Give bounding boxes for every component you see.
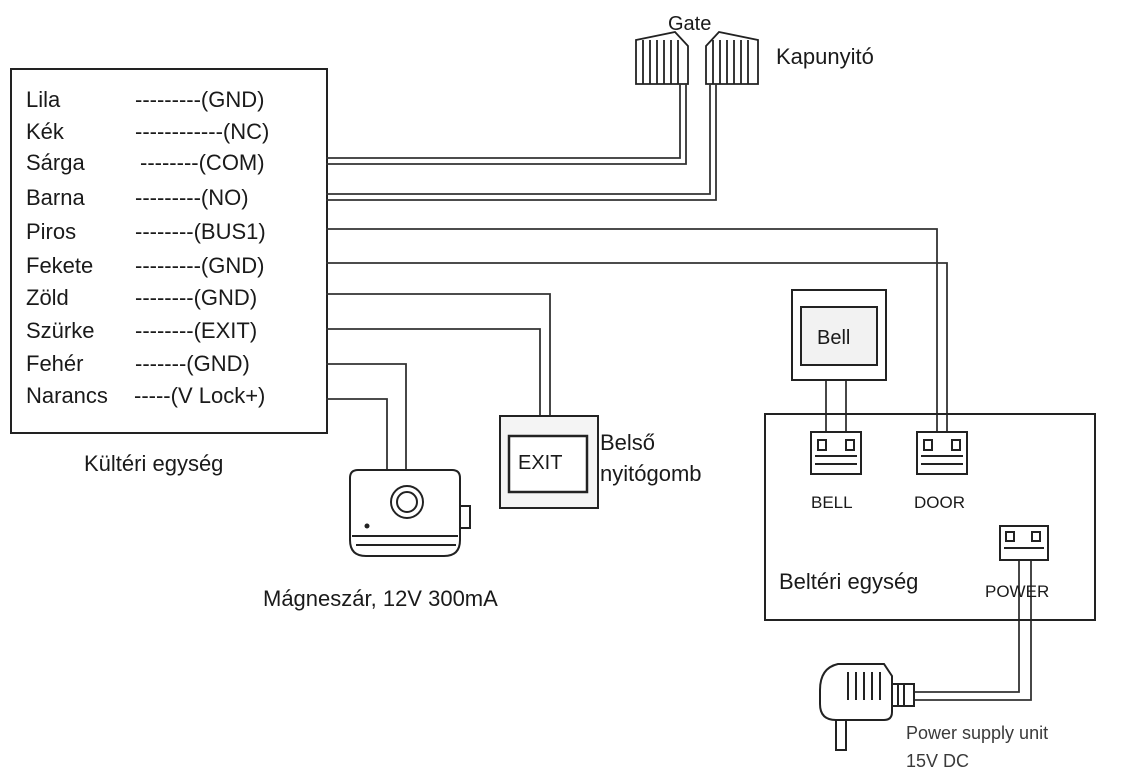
wire-name-feher: Fehér [26, 351, 84, 376]
wire-signal-piros: --------(BUS1) [135, 219, 266, 244]
bell-connector-icon [810, 431, 862, 475]
wires [326, 84, 1032, 701]
power-supply-label-line2: 15V DC [906, 751, 970, 771]
wire-signal-kek: ------------(NC) [135, 119, 270, 144]
power-supply-label-line1: Power supply unit [906, 723, 1049, 743]
exit-button-label-line2: nyitógomb [600, 461, 702, 486]
door-port-label: DOOR [914, 493, 965, 512]
wire-name-szurke: Szürke [26, 318, 95, 343]
outdoor-unit-label: Kültéri egység [84, 451, 224, 476]
bell-label: Bell [817, 327, 851, 349]
outdoor-unit-box [10, 68, 328, 434]
gate-icon [635, 31, 759, 85]
wire-name-lila: Lila [26, 87, 61, 112]
gate-opener-label: Kapunyitó [776, 44, 874, 69]
wire-signal-lila: ---------(GND) [135, 87, 265, 112]
magnetic-lock-icon [349, 469, 471, 557]
wire-name-sarga: Sárga [26, 150, 85, 175]
wire-signal-narancs: -----(V Lock+) [134, 383, 266, 408]
wire-name-zold: Zöld [26, 285, 69, 310]
indoor-unit-box [764, 413, 1096, 621]
wire-signal-fekete: ---------(GND) [135, 253, 265, 278]
magnetic-lock-label: Mágneszár, 12V 300mA [263, 586, 498, 611]
indoor-unit-label: Beltéri egység [779, 569, 919, 594]
wire-name-kek: Kék [26, 119, 64, 144]
wire-signal-feher: -------(GND) [135, 351, 250, 376]
wire-name-barna: Barna [26, 185, 85, 210]
gate-label: Gate [668, 13, 712, 35]
door-connector-icon [916, 431, 968, 475]
exit-button-icon [499, 415, 599, 509]
power-port-label: POWER [985, 582, 1050, 601]
bell-port-label: BELL [811, 493, 853, 512]
wire-signal-szurke: --------(EXIT) [135, 318, 258, 343]
exit-button-label-line1: Belső [600, 430, 656, 455]
wire-name-piros: Piros [26, 219, 77, 244]
bell-icon [791, 289, 887, 381]
wire-signal-barna: ---------(NO) [135, 185, 249, 210]
wire-signal-sarga: --------(COM) [140, 150, 265, 175]
exit-button-face-label: EXIT [518, 452, 563, 474]
power-supply-icon [819, 663, 915, 751]
power-connector-icon [999, 525, 1049, 561]
wire-name-fekete: Fekete [26, 253, 94, 278]
wire-signal-zold: --------(GND) [135, 285, 258, 310]
wire-name-narancs: Narancs [26, 383, 108, 408]
